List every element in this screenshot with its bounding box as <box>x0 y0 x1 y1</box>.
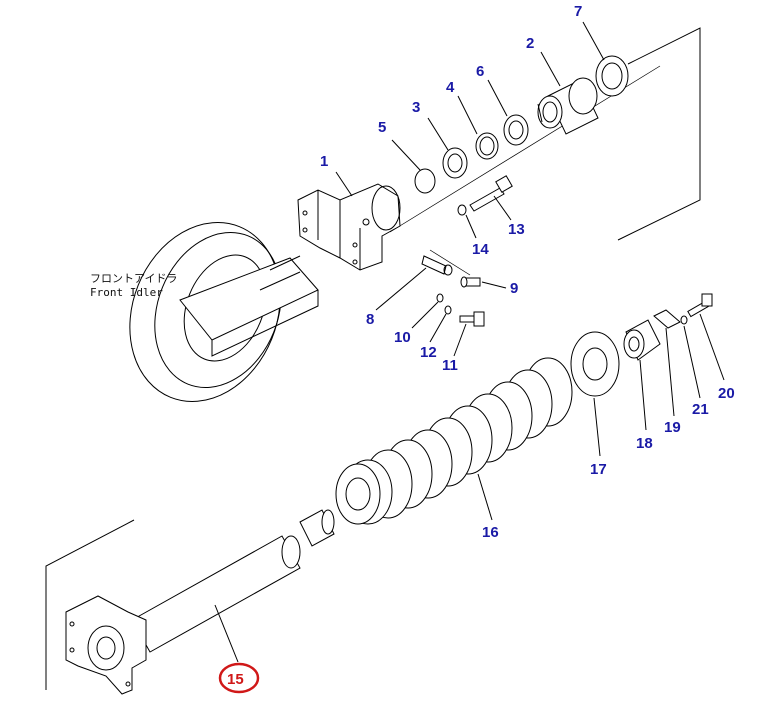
leader-lines <box>214 21 725 663</box>
part-4-ring <box>475 132 499 160</box>
part-2-bushing <box>537 77 599 135</box>
callout-15[interactable]: 15 <box>227 671 244 688</box>
part-9-plug <box>460 276 481 288</box>
callout-6[interactable]: 6 <box>476 63 484 80</box>
part-19-plate <box>653 309 681 329</box>
part-21-washer <box>680 315 688 325</box>
front-idler-label-jp: フロントアイドラ <box>90 272 177 285</box>
callout-21[interactable]: 21 <box>692 401 709 418</box>
part-12-washer <box>444 305 452 315</box>
part-14-washer <box>457 204 467 216</box>
part-10-washer <box>436 293 444 303</box>
callout-14[interactable]: 14 <box>472 241 489 258</box>
part-18-nut <box>623 319 661 361</box>
part-3-seal <box>442 147 468 179</box>
callout-19[interactable]: 19 <box>664 419 681 436</box>
callout-13[interactable]: 13 <box>508 221 525 238</box>
upper-plane-outline <box>617 27 701 241</box>
part-8-fitting <box>421 255 453 276</box>
highlight-ring-15 <box>218 662 260 694</box>
lower-plane-outline <box>45 519 135 690</box>
part-13-bolt <box>469 175 513 212</box>
part-11-bolt <box>459 311 485 327</box>
callout-10[interactable]: 10 <box>394 329 411 346</box>
callout-3[interactable]: 3 <box>412 99 420 116</box>
part-17-seat <box>570 331 620 397</box>
part-1-support <box>297 183 401 271</box>
callout-4[interactable]: 4 <box>446 79 455 96</box>
callout-numbers: 1 2 3 4 5 6 7 8 9 10 11 12 13 14 15 16 1… <box>227 3 735 688</box>
callout-1[interactable]: 1 <box>320 153 328 170</box>
callout-17[interactable]: 17 <box>590 461 607 478</box>
callout-8[interactable]: 8 <box>366 311 374 328</box>
part-5-snap-ring <box>414 168 436 194</box>
callout-5[interactable]: 5 <box>378 119 386 136</box>
callout-9[interactable]: 9 <box>510 280 518 297</box>
callout-11[interactable]: 11 <box>442 357 458 374</box>
callout-12[interactable]: 12 <box>420 344 437 361</box>
front-idler-drawing <box>129 222 319 402</box>
callout-18[interactable]: 18 <box>636 435 653 452</box>
callout-20[interactable]: 20 <box>718 385 735 402</box>
part-15-rod-assembly <box>65 509 335 695</box>
callout-16[interactable]: 16 <box>482 524 499 541</box>
part-20-bolt <box>687 293 713 318</box>
callout-2[interactable]: 2 <box>526 35 534 52</box>
callout-7[interactable]: 7 <box>574 3 582 20</box>
part-6-ring <box>503 114 529 146</box>
front-idler-label-en: Front Idler <box>90 286 163 299</box>
part-7-ring <box>595 55 629 97</box>
part-16-spring <box>335 357 573 525</box>
axis-line-mid <box>429 249 471 276</box>
